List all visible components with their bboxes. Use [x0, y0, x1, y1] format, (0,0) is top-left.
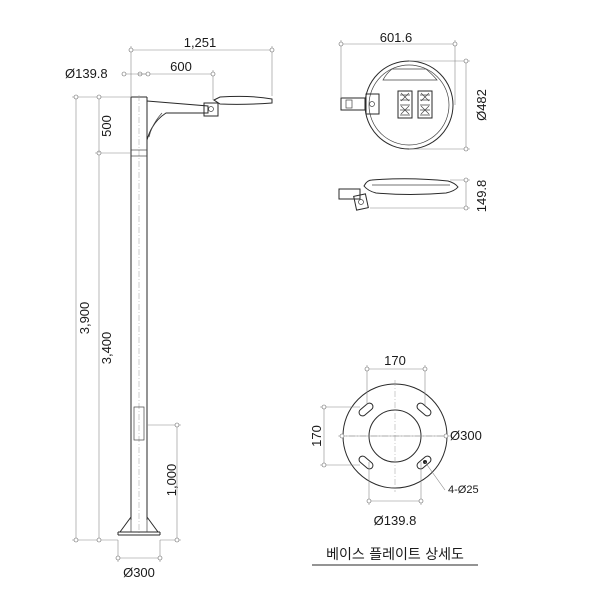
- led-module-left: [397, 90, 413, 119]
- base-plate-detail: 170 170 Ø300 4-Ø25 Ø139.8 베이스 플레이트 상세도: [309, 353, 482, 566]
- dim-luminaire-width: 601.6: [380, 30, 413, 45]
- dim-luminaire-height: 149.8: [474, 180, 489, 213]
- dim-total-height: 3,900: [77, 302, 92, 335]
- dim-hole-spacing-y: 170: [309, 425, 324, 447]
- bolt-slot-bottom-left: [358, 455, 374, 470]
- dim-plate-diameter: Ø300: [450, 428, 482, 443]
- base-gusset-right: [146, 516, 159, 533]
- dim-pole-height: 3,400: [99, 332, 114, 365]
- luminaire-head-elevation: [213, 95, 273, 105]
- luminaire-side-clamp: [353, 193, 369, 211]
- dim-luminaire-diameter: Ø482: [474, 89, 489, 121]
- dim-arm-length: 600: [170, 59, 192, 74]
- dim-pole-diameter: Ø139.8: [65, 66, 108, 81]
- bolt-slot-top-right: [416, 402, 432, 417]
- dim-door-height: 1,000: [164, 464, 179, 497]
- luminaire-top-view: 601.6 Ø482: [338, 30, 489, 152]
- base-plate-caption: 베이스 플레이트 상세도: [326, 547, 464, 563]
- dim-hole-spec: 4-Ø25: [448, 484, 479, 496]
- pole-service-door: [133, 406, 145, 441]
- dim-base-diameter: Ø300: [123, 565, 155, 580]
- luminaire-side-stub: [338, 188, 361, 200]
- luminaire-side-view: 149.8: [338, 177, 489, 213]
- leader-hole-spec: [424, 461, 446, 491]
- dim-arm-drop: 500: [99, 115, 114, 137]
- arm-clamp-bolt: [208, 106, 214, 112]
- dim-top-width: 1,251: [184, 35, 217, 50]
- bracket-gusset: [148, 112, 163, 138]
- luminaire-inner-ring: [368, 64, 450, 146]
- base-gusset-left: [119, 516, 132, 533]
- led-module-right: [417, 90, 433, 119]
- bolt-slot-top-left: [358, 402, 374, 417]
- luminaire-mount-clamp: [365, 93, 380, 115]
- arm-clamp: [203, 102, 219, 117]
- dim-pipe-diameter: Ø139.8: [374, 513, 417, 528]
- luminaire-top-panel: [382, 68, 438, 81]
- luminaire-side-body: [363, 178, 459, 195]
- pole-elevation-view: 1,251 600 Ø139.8 3,900 3,400 500: [65, 35, 275, 580]
- dim-hole-spacing-x: 170: [384, 353, 406, 368]
- bolt-slot-bottom-right: [416, 455, 432, 470]
- bracket-arm: [146, 100, 209, 141]
- luminaire-mount-stub: [340, 97, 366, 111]
